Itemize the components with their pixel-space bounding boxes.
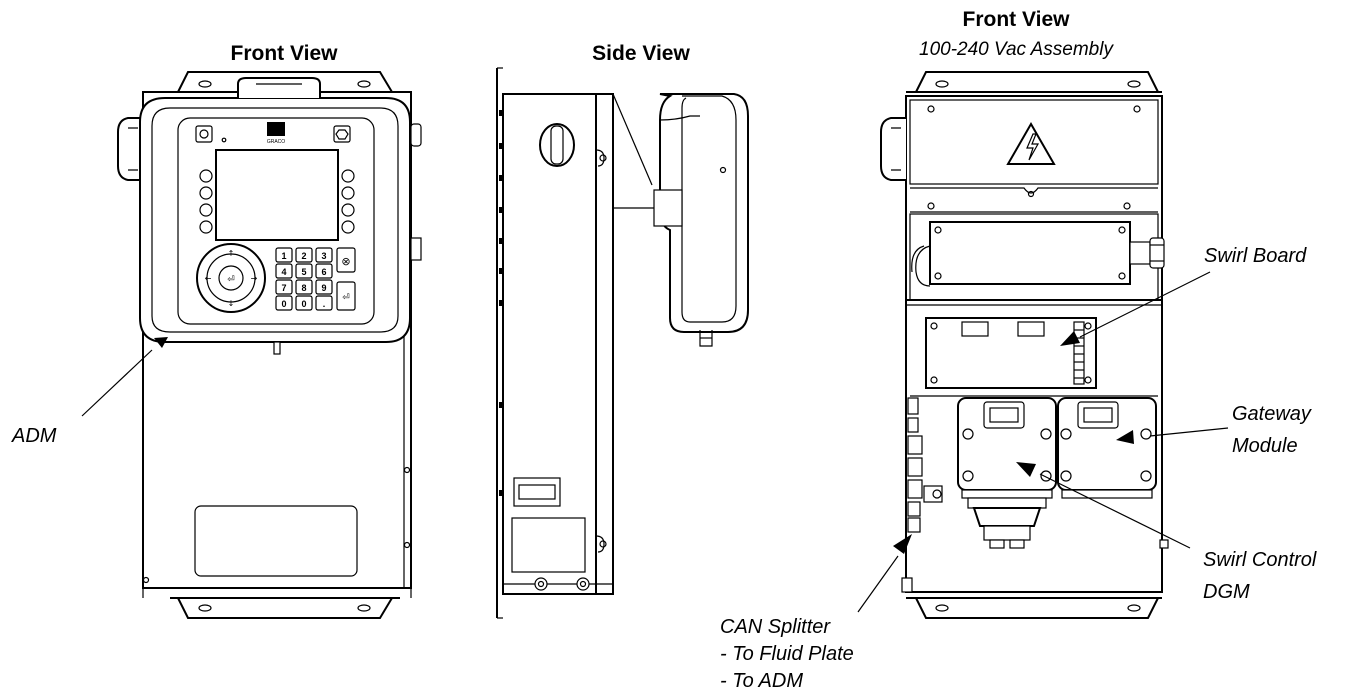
cancel-key: [336, 247, 356, 273]
keypad-key: 3: [321, 251, 326, 261]
front-view-vac-title: Front View: [963, 8, 1071, 31]
keypad-key: 6: [321, 267, 326, 277]
front-view-title: Front View: [231, 42, 339, 65]
keypad-key: .: [323, 299, 326, 309]
vac-front-enclosure: [880, 71, 1169, 619]
d-sub-connector: [967, 497, 1047, 549]
board-connector: [961, 321, 989, 337]
swirl-control-leader: [1039, 473, 1191, 549]
svg-text:←: ←: [205, 274, 212, 283]
adm-soft-keys-left: [199, 169, 213, 234]
svg-text:↑: ↑: [228, 249, 235, 258]
svg-text:⏎: ⏎: [227, 275, 235, 285]
svg-text:⏎: ⏎: [342, 293, 350, 303]
vac-top-flange: [915, 71, 1159, 93]
middle-plate-edge: [910, 187, 1158, 194]
keypad-key: 0: [281, 299, 286, 309]
keypad-key: 0: [301, 299, 306, 309]
side-view-title: Side View: [592, 42, 690, 65]
can-splitter-callout-line2: - To Fluid Plate: [720, 643, 854, 665]
keypad-key: 7: [281, 283, 286, 293]
svg-text:GRACO: GRACO: [267, 139, 285, 145]
svg-text:→: →: [251, 274, 258, 283]
can-splitter-leader: [857, 555, 899, 613]
vac-disconnect-handle: [880, 117, 906, 181]
gateway-callout-line2: Module: [1232, 435, 1298, 457]
gateway-callout-line1: Gateway: [1232, 403, 1312, 425]
adm-callout: ADM: [11, 425, 57, 447]
vac-bottom-flange: [915, 597, 1159, 619]
navigation-dial: ⏎ ↑ ↓ ← →: [196, 243, 266, 313]
cable-gland: [1129, 241, 1151, 265]
label-window: [194, 505, 358, 577]
adm-screen: [215, 149, 339, 241]
swirl-board: [925, 317, 1097, 389]
vac-body: [905, 95, 1163, 593]
keypad-key: 2: [301, 251, 306, 261]
keypad-key: 5: [301, 267, 306, 277]
can-splitter-callout-line1: CAN Splitter: [720, 616, 831, 638]
disconnect-knob: [539, 123, 575, 167]
front-view-vac-subtitle: 100-240 Vac Assembly: [919, 39, 1114, 60]
numeric-keypad: 1 2 3 4 5 6 7 8 9 0 0 . ⊗ ⏎: [275, 247, 356, 311]
svg-text:↓: ↓: [228, 299, 235, 308]
swirl-control-callout-line2: DGM: [1203, 581, 1250, 603]
swirl-control-dgm: [957, 397, 1057, 499]
mounting-slot: [357, 80, 371, 88]
adm-display-module: GRACO ⏎ ↑ ↓ ← → 1 2 3 4 5: [139, 77, 411, 355]
electrical-cover: [909, 99, 1159, 185]
swirl-board-callout: Swirl Board: [1204, 245, 1307, 267]
keypad-key: 4: [281, 267, 286, 277]
can-splitter-stack: [907, 397, 943, 533]
side-label-area: [511, 517, 586, 573]
side-adm-profile: [613, 93, 749, 347]
keypad-key: 9: [321, 283, 326, 293]
adm-bottom-port: [273, 341, 281, 355]
adm-arrowhead: [154, 337, 168, 348]
swirl-board-leader: [1079, 271, 1211, 338]
svg-text:⊗: ⊗: [341, 255, 350, 268]
enter-key: [336, 281, 356, 311]
can-splitter-callout-line3: - To ADM: [720, 670, 803, 692]
keypad-key: 1: [281, 251, 286, 261]
power-supply-box: [929, 221, 1131, 285]
side-fitting: [410, 237, 422, 261]
gateway-module: [1057, 397, 1157, 499]
board-connector: [1017, 321, 1045, 337]
gateway-leader: [1149, 427, 1229, 437]
side-bracket: [653, 189, 683, 227]
hinge-hook: [595, 535, 605, 553]
keypad-key: 8: [301, 283, 306, 293]
power-button: [195, 125, 213, 143]
side-view-enclosure: [496, 67, 653, 619]
disconnect-handle: [117, 117, 143, 181]
back-screws: [499, 110, 503, 496]
side-body: [502, 93, 597, 595]
swirl-control-callout-line1: Swirl Control: [1203, 549, 1317, 571]
side-knob: [410, 123, 422, 147]
bottom-mounting-flange: [177, 597, 393, 619]
side-door: [595, 93, 614, 595]
hinge-hook: [595, 149, 605, 167]
side-window: [513, 477, 561, 507]
mounting-slot: [198, 80, 212, 88]
graco-logo-icon: GRACO: [267, 122, 285, 145]
top-mounting-flange: [177, 71, 393, 93]
adm-top-latch: [237, 77, 321, 98]
high-voltage-warning-icon: [1006, 121, 1056, 165]
adm-leader-line: [81, 349, 153, 417]
terminal-strip: [1073, 321, 1085, 385]
adm-soft-keys-right: [341, 169, 355, 234]
